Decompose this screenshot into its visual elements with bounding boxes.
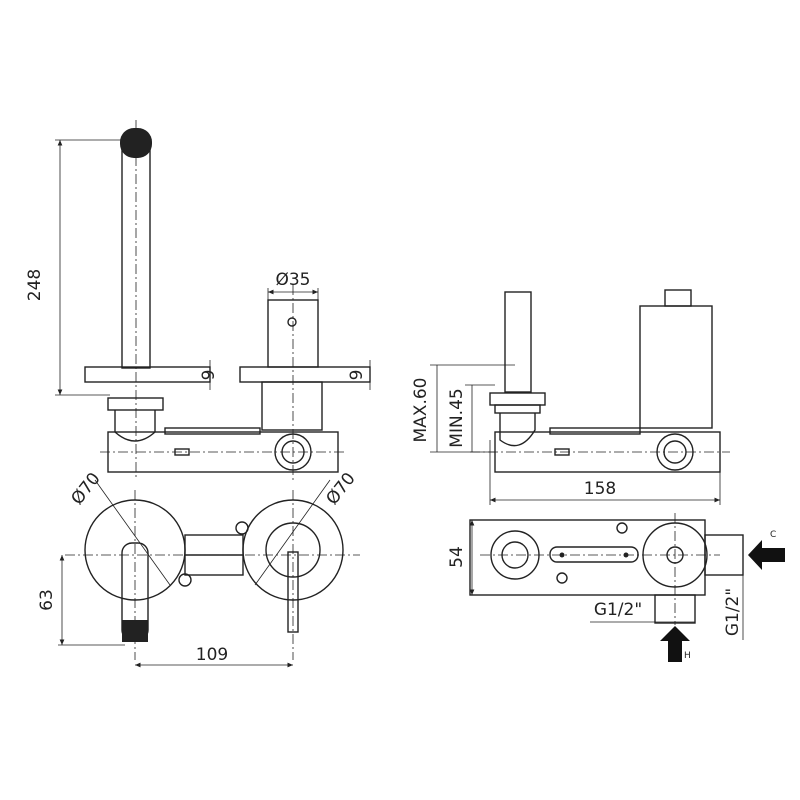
dimension-9: 9 9 [199,360,371,390]
dim-max60: MAX.60 [411,378,431,443]
handle-knob [664,289,692,307]
dimension-d35: Ø35 [267,270,319,300]
dim-109: 109 [196,645,228,665]
spout-tube-side [504,291,532,393]
dim-d70-right: Ø70 [322,469,359,509]
dim-g12-hot: G1/2" [594,600,642,620]
dim-g12-cold: G1/2" [723,588,743,636]
dim-min45: MIN.45 [447,388,467,447]
dim-63: 63 [37,589,57,611]
top-view: 54 G1/2" G1/2" C H [447,513,785,662]
front-view: Ø70 Ø70 63 109 [37,469,360,668]
body-outline [469,519,706,596]
dim-9-right: 9 [347,370,367,381]
hot-inlet-arrow-icon [660,626,690,662]
handle-body [639,305,713,429]
dim-d70-left: Ø70 [67,469,104,509]
cartridge [261,381,323,431]
side-view-front [84,120,371,480]
cold-label: C [770,530,776,540]
cold-inlet-arrow-icon [748,540,785,570]
hot-label: H [684,651,691,661]
dimension-248: 248 [25,139,130,396]
dim-158: 158 [584,479,616,499]
dim-9-left: 9 [199,370,219,381]
dim-248: 248 [25,269,45,301]
dim-54: 54 [447,546,467,568]
side-view-right: MAX.60 MIN.45 158 [411,289,730,505]
dim-d35: Ø35 [275,270,310,290]
spout-plate [84,366,211,383]
